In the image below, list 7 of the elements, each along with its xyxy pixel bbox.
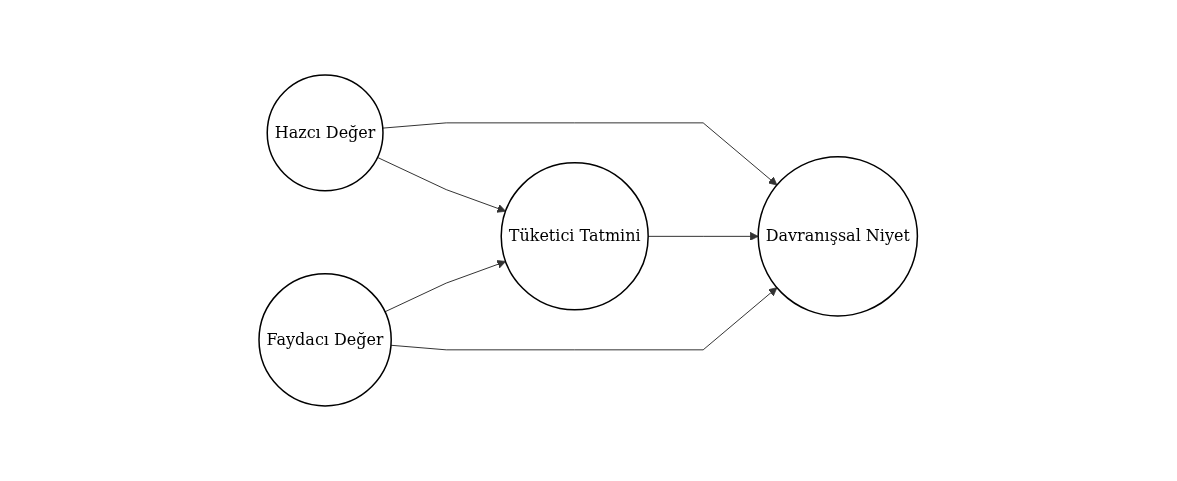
arrow: [377, 156, 507, 213]
node-circle: Faydacı Değer: [258, 273, 393, 407]
arrow: [384, 260, 507, 313]
node-circle: Hazcı Değer: [266, 74, 385, 192]
node-circle: Davranışsal Niyet: [757, 156, 919, 317]
arrow: [382, 122, 778, 186]
node-circle: Tüketici Tatmini: [500, 162, 650, 311]
